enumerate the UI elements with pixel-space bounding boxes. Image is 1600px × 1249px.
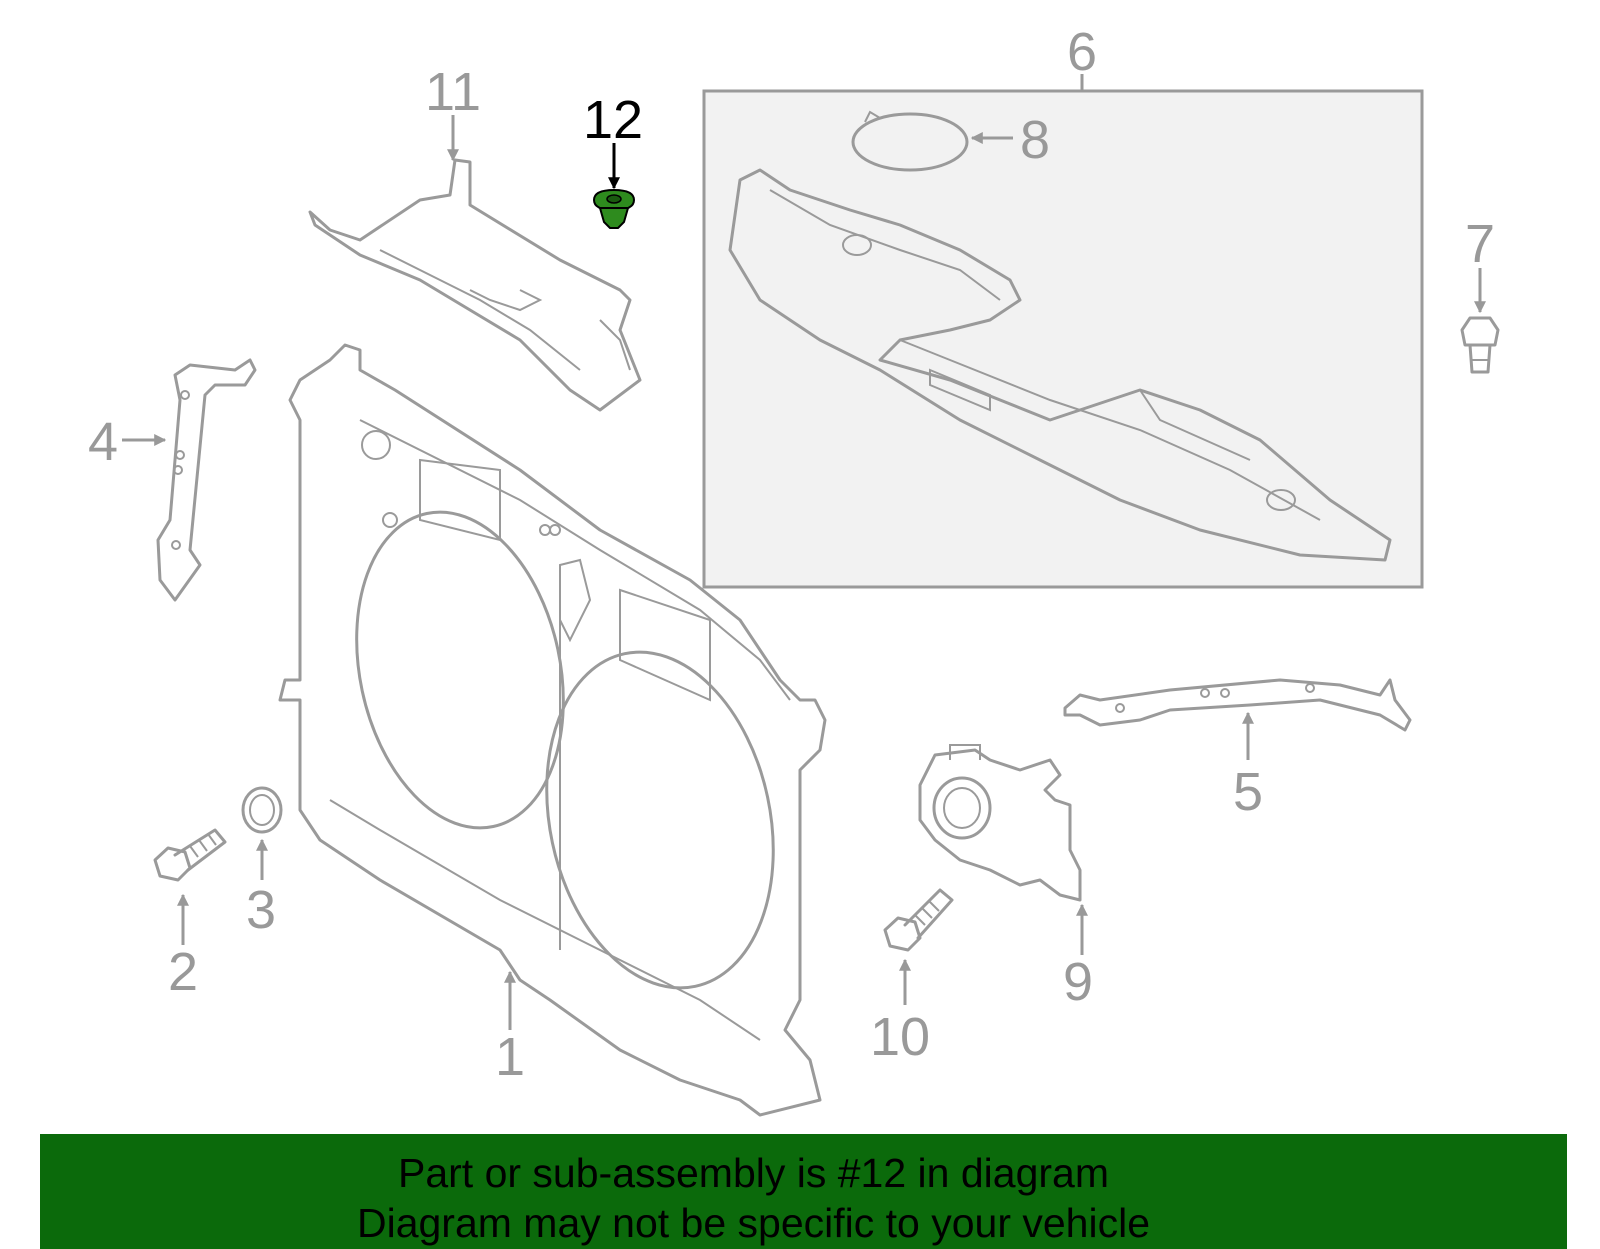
callout-3: 3: [246, 880, 276, 940]
info-banner: Part or sub-assembly is #12 in diagram D…: [40, 1134, 1567, 1249]
callout-6: 6: [1067, 22, 1097, 82]
part-11-upper-bracket: [308, 115, 642, 412]
part-2-bolt: [153, 828, 227, 945]
part-4-side-bracket: [122, 358, 257, 602]
callout-1: 1: [495, 1027, 525, 1087]
part-1-radiator-support: [278, 343, 827, 1117]
callout-4: 4: [88, 412, 118, 472]
part-3-grommet: [241, 786, 283, 880]
part-6-assembly-box: [702, 74, 1424, 589]
part-6-upper-cover: [728, 168, 1392, 562]
banner-line-1: Part or sub-assembly is #12 in diagram: [398, 1150, 1109, 1196]
part-10-bolt: [883, 888, 954, 1005]
part-7-clip: [1460, 268, 1500, 374]
banner-line-2: Diagram may not be specific to your vehi…: [356, 1200, 1150, 1246]
callout-7: 7: [1465, 214, 1495, 274]
part-12-clip: [592, 143, 636, 229]
callout-8: 8: [1020, 110, 1050, 170]
part-8-lid: [851, 110, 1013, 172]
part-5-lower-member: [1063, 678, 1412, 760]
callout-11: 11: [425, 62, 481, 122]
callout-10: 10: [870, 1007, 930, 1067]
callout-5: 5: [1233, 762, 1263, 822]
callout-2: 2: [168, 942, 198, 1002]
callout-9: 9: [1063, 952, 1093, 1012]
callout-12: 12: [583, 90, 643, 150]
part-9-sensor: [918, 744, 1088, 955]
